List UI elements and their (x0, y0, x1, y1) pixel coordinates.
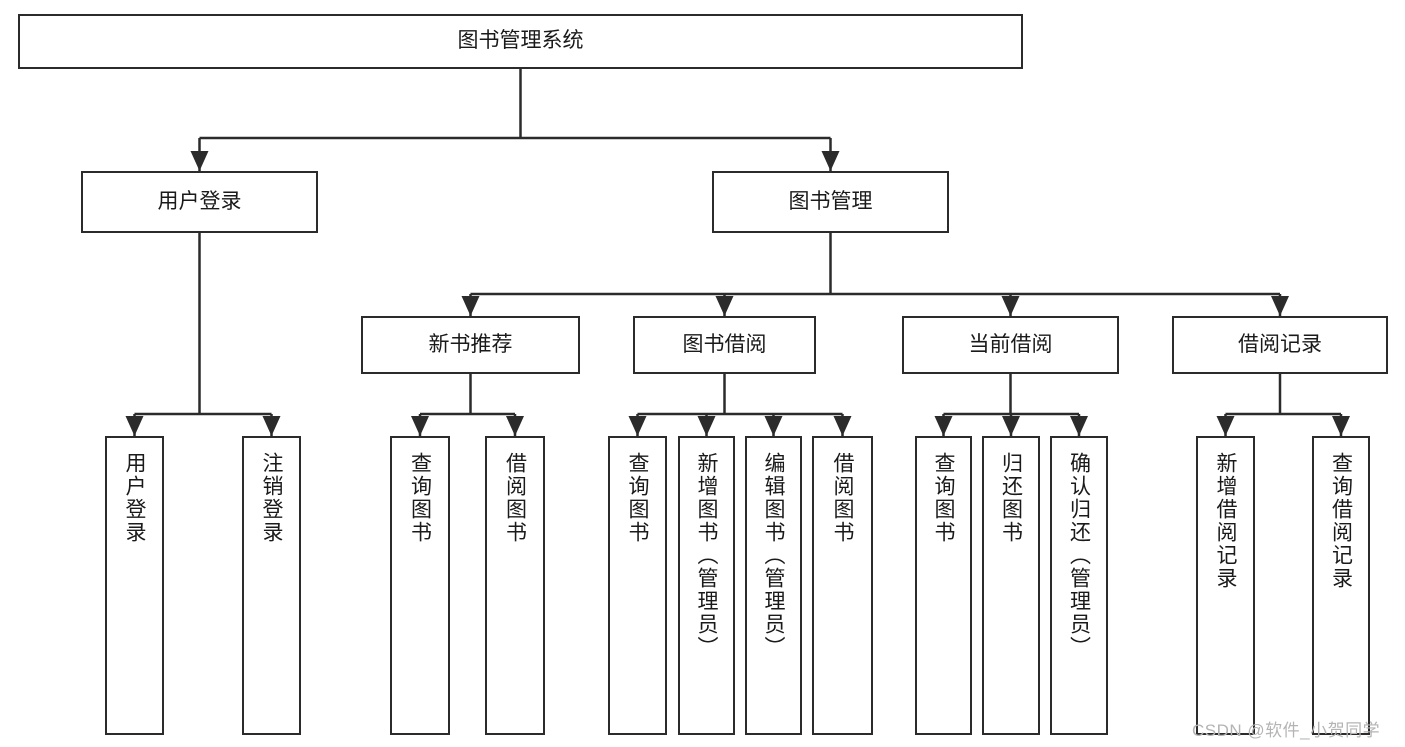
node-label: 新书推荐 (428, 332, 513, 356)
arrowhead-icon (411, 416, 429, 436)
node-leaf-query-rec: 查询借阅记录 (1312, 436, 1370, 735)
arrowhead-icon (821, 151, 840, 171)
arrowhead-icon (628, 416, 647, 436)
node-leaf-add-book: 新增图书（管理员） (678, 436, 735, 735)
node-label: 图书管理 (788, 189, 873, 213)
node-leaf-return: 归还图书 (982, 436, 1040, 735)
arrowhead-icon (715, 296, 734, 316)
arrowhead-icon (1002, 416, 1020, 436)
node-label: 编辑图书（管理员） (762, 452, 785, 659)
arrowhead-icon (125, 416, 144, 436)
node-leaf-edit-book: 编辑图书（管理员） (745, 436, 802, 735)
node-label: 借阅图书 (831, 452, 854, 544)
node-label: 新增图书（管理员） (695, 452, 718, 659)
node-label: 图书借阅 (682, 332, 767, 356)
arrowhead-icon (1001, 296, 1020, 316)
arrowhead-icon (262, 416, 281, 436)
node-root: 图书管理系统 (18, 14, 1023, 69)
arrowhead-icon (934, 416, 953, 436)
node-current-borrow: 当前借阅 (902, 316, 1119, 374)
node-label: 归还图书 (999, 452, 1023, 544)
node-label: 借阅图书 (503, 452, 527, 544)
arrowhead-icon (1332, 416, 1350, 436)
node-label: 借阅记录 (1238, 332, 1322, 356)
node-label: 注销登录 (260, 452, 283, 544)
node-borrow-record: 借阅记录 (1172, 316, 1388, 374)
arrowhead-icon (506, 416, 524, 436)
node-leaf-query-1: 查询图书 (390, 436, 450, 735)
node-new-book-rec: 新书推荐 (361, 316, 580, 374)
arrowhead-icon (461, 296, 480, 316)
node-label: 当前借阅 (968, 332, 1053, 356)
node-leaf-query-2: 查询图书 (608, 436, 667, 735)
node-label: 确认归还（管理员） (1067, 452, 1091, 659)
node-leaf-query-3: 查询图书 (915, 436, 972, 735)
node-user-login: 用户登录 (81, 171, 318, 233)
arrowhead-icon (1216, 416, 1235, 436)
node-book-manage: 图书管理 (712, 171, 949, 233)
arrowhead-icon (833, 416, 852, 436)
arrowhead-icon (1070, 416, 1088, 436)
node-label: 用户登录 (157, 189, 242, 213)
node-leaf-borrow-1: 借阅图书 (485, 436, 545, 735)
arrowhead-icon (764, 416, 783, 436)
node-label: 查询图书 (408, 452, 432, 544)
node-label: 用户登录 (123, 452, 146, 544)
node-leaf-borrow-2: 借阅图书 (812, 436, 873, 735)
node-label: 查询图书 (932, 452, 955, 544)
node-leaf-user-login: 用户登录 (105, 436, 164, 735)
arrowhead-icon (697, 416, 716, 436)
node-label: 查询图书 (626, 452, 649, 544)
node-leaf-logout: 注销登录 (242, 436, 301, 735)
arrowhead-icon (190, 151, 209, 171)
arrowhead-icon (1271, 296, 1289, 316)
node-label: 查询借阅记录 (1329, 452, 1353, 590)
node-label: 图书管理系统 (457, 29, 584, 53)
node-leaf-confirm: 确认归还（管理员） (1050, 436, 1108, 735)
node-label: 新增借阅记录 (1214, 452, 1237, 590)
node-leaf-add-rec: 新增借阅记录 (1196, 436, 1255, 735)
node-book-borrow: 图书借阅 (633, 316, 816, 374)
